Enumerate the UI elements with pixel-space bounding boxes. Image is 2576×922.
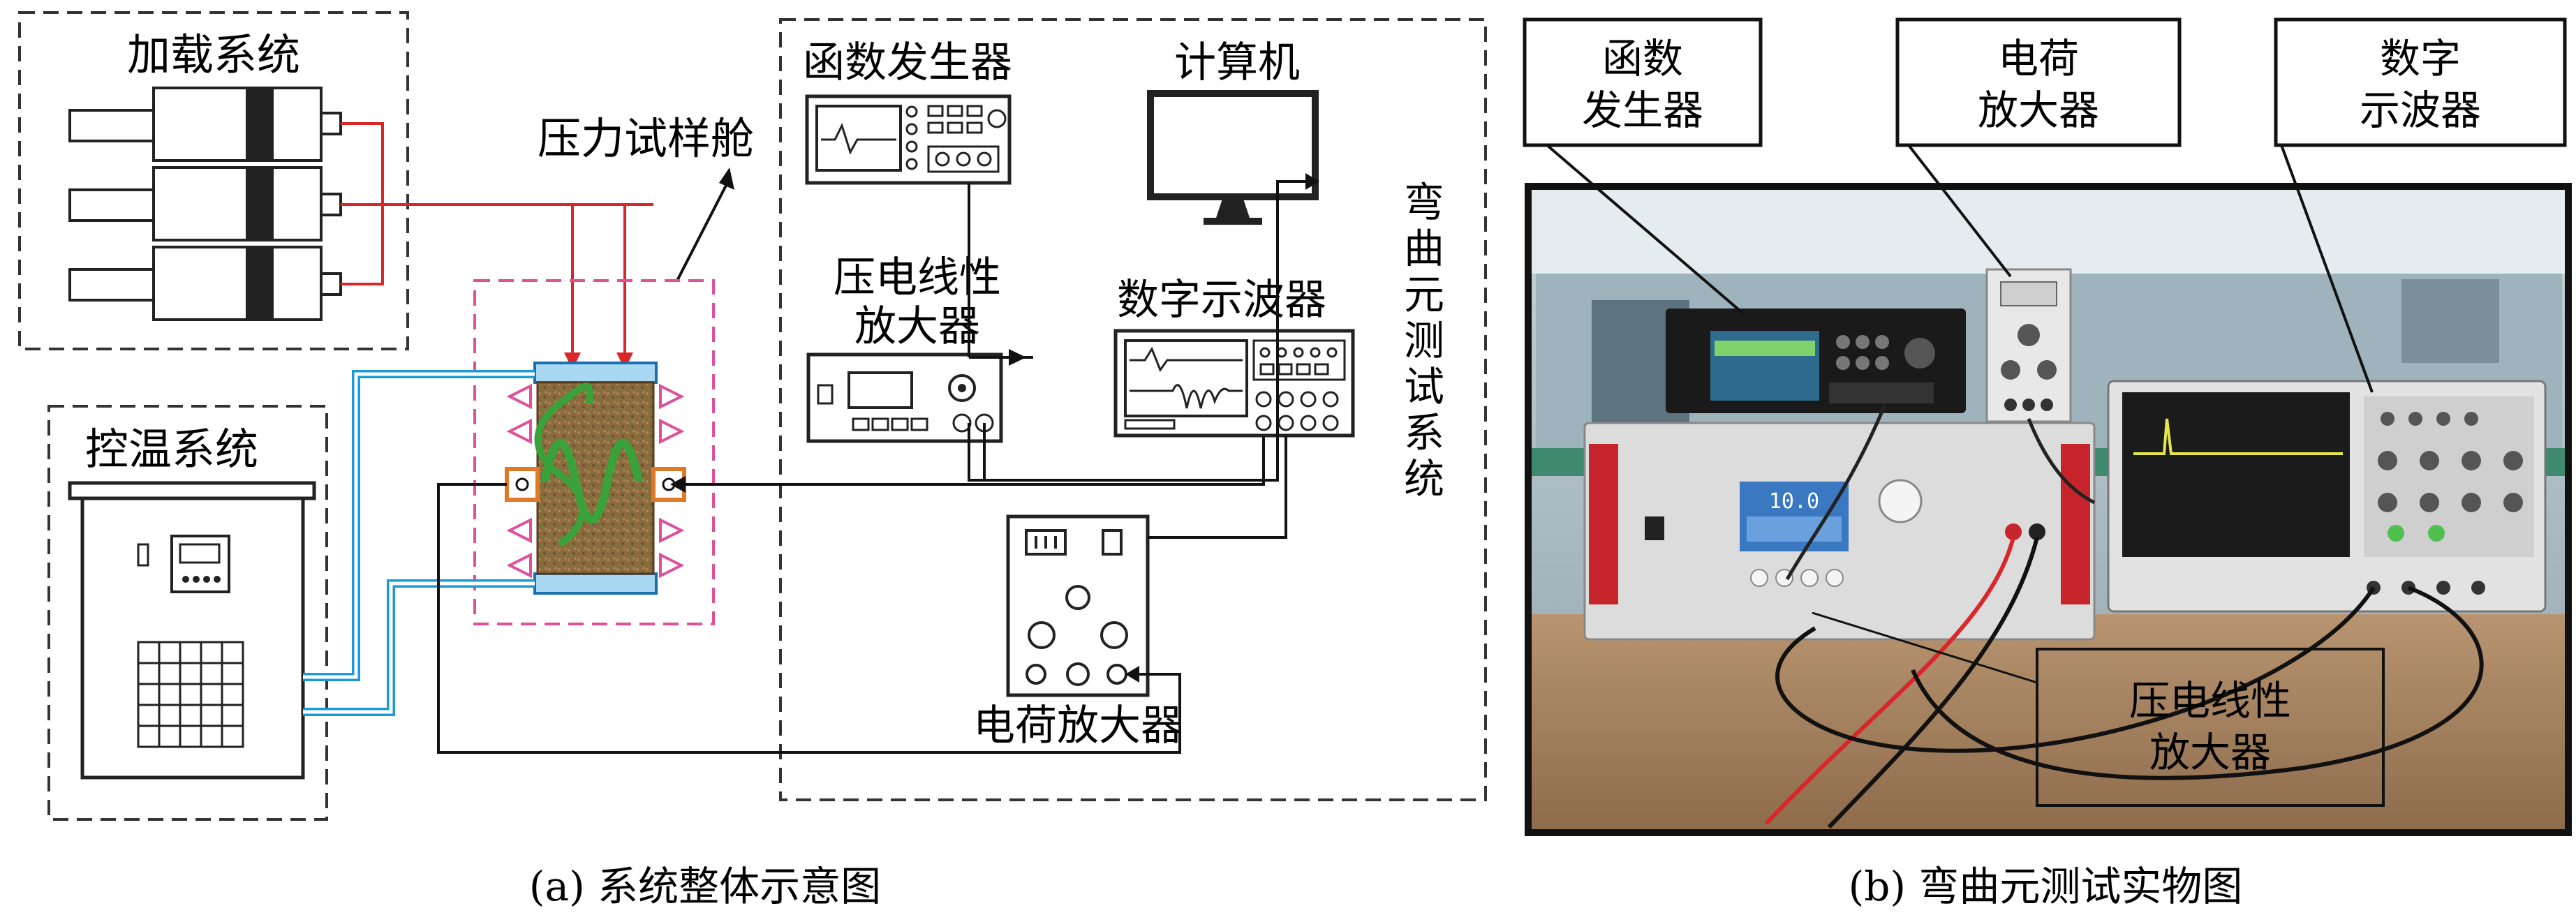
callout-oscilloscope (2274, 17, 2567, 147)
oscilloscope-label: 数字示波器 (1117, 276, 1326, 325)
hydraulic-cylinders (68, 87, 342, 321)
radiator-grille (137, 641, 244, 748)
vertical-label-char: 弯 (1404, 179, 1444, 226)
photo-function-generator (1666, 308, 1966, 413)
sample-waveform (540, 439, 643, 524)
vertical-label-char: 测 (1404, 317, 1444, 364)
sample-waveform-outline (534, 382, 593, 548)
lab-photo: 10.0 (1525, 183, 2572, 836)
vertical-label-char: 试 (1404, 363, 1444, 410)
photo-charge-amplifier (1985, 268, 2072, 423)
bottom-cap (533, 572, 658, 595)
computer: 计算机 (1147, 38, 1319, 225)
oscilloscope: 数字示波器 (1113, 276, 1355, 438)
pressure-chamber-label: 压力试样舱 (538, 113, 754, 164)
signal-wiring (437, 173, 1319, 754)
amp-screen-reading: 10.0 (1769, 489, 1819, 514)
charge-amplifier: 电荷放大器 (973, 514, 1183, 750)
piezo-amp-photo-label-1: 压电线性 (2129, 677, 2291, 724)
function-generator-label: 函数发生器 (803, 38, 1012, 87)
piezo-amp-label-1: 压电线性 (834, 253, 1001, 302)
table-surface (1532, 614, 2565, 829)
loading-system-frame (18, 11, 409, 350)
vertical-label-char: 系 (1404, 409, 1444, 456)
piezo-amp-label-2: 放大器 (854, 302, 980, 351)
loading-system: 加载系统 (18, 11, 653, 370)
callout-fg-line1: 函数 (1602, 35, 1683, 82)
chamber-frame (473, 279, 715, 625)
temp-control-label: 控温系统 (85, 424, 258, 475)
caption-a: (a) 系统整体示意图 (529, 863, 881, 910)
callout-ca-line2: 放大器 (1978, 87, 2099, 134)
callout-function-generator (1523, 17, 1763, 147)
callout-osc-line1: 数字 (2380, 35, 2461, 82)
loading-system-label: 加载系统 (127, 29, 300, 80)
temperature-control-system: 控温系统 (47, 370, 535, 821)
callout-fg-line2: 发生器 (1582, 87, 1703, 134)
pressure-triangles (506, 383, 685, 579)
photo-oscilloscope (2107, 380, 2547, 613)
temp-control-frame (47, 405, 328, 821)
top-cap (533, 362, 658, 384)
photo-callouts: 函数 发生器 电荷 放大器 数字 示波器 (1523, 17, 2567, 393)
vertical-label-char: 元 (1404, 271, 1444, 318)
piezo-amp-callout-box (2036, 648, 2385, 807)
pressure-chamber-pointer (676, 178, 731, 281)
charge-amp-label: 电荷放大器 (973, 701, 1183, 750)
vertical-label-char: 统 (1404, 455, 1444, 503)
photo-cables (1764, 404, 2484, 829)
piezo-amp-photo-label-2: 放大器 (2149, 729, 2271, 776)
callout-ca-line1: 电荷 (1998, 35, 2079, 82)
computer-label: 计算机 (1174, 38, 1300, 87)
photo-piezo-amplifier: 10.0 (1583, 422, 2096, 641)
piezo-amplifier: 压电线性 放大器 (806, 253, 1003, 443)
function-generator: 函数发生器 (803, 38, 1012, 185)
coolant-pipes (303, 370, 535, 716)
bender-test-frame (779, 18, 1487, 801)
callout-osc-line2: 示波器 (2360, 87, 2481, 134)
vertical-label-char: 曲 (1404, 225, 1444, 272)
pressure-chamber: 压力试样舱 (473, 113, 754, 625)
bender-test-system-label: 弯 曲 元 测 试 系 统 (1404, 179, 1444, 503)
callout-charge-amplifier (1895, 17, 2182, 147)
caption-b: (b) 弯曲元测试实物图 (1849, 863, 2243, 910)
